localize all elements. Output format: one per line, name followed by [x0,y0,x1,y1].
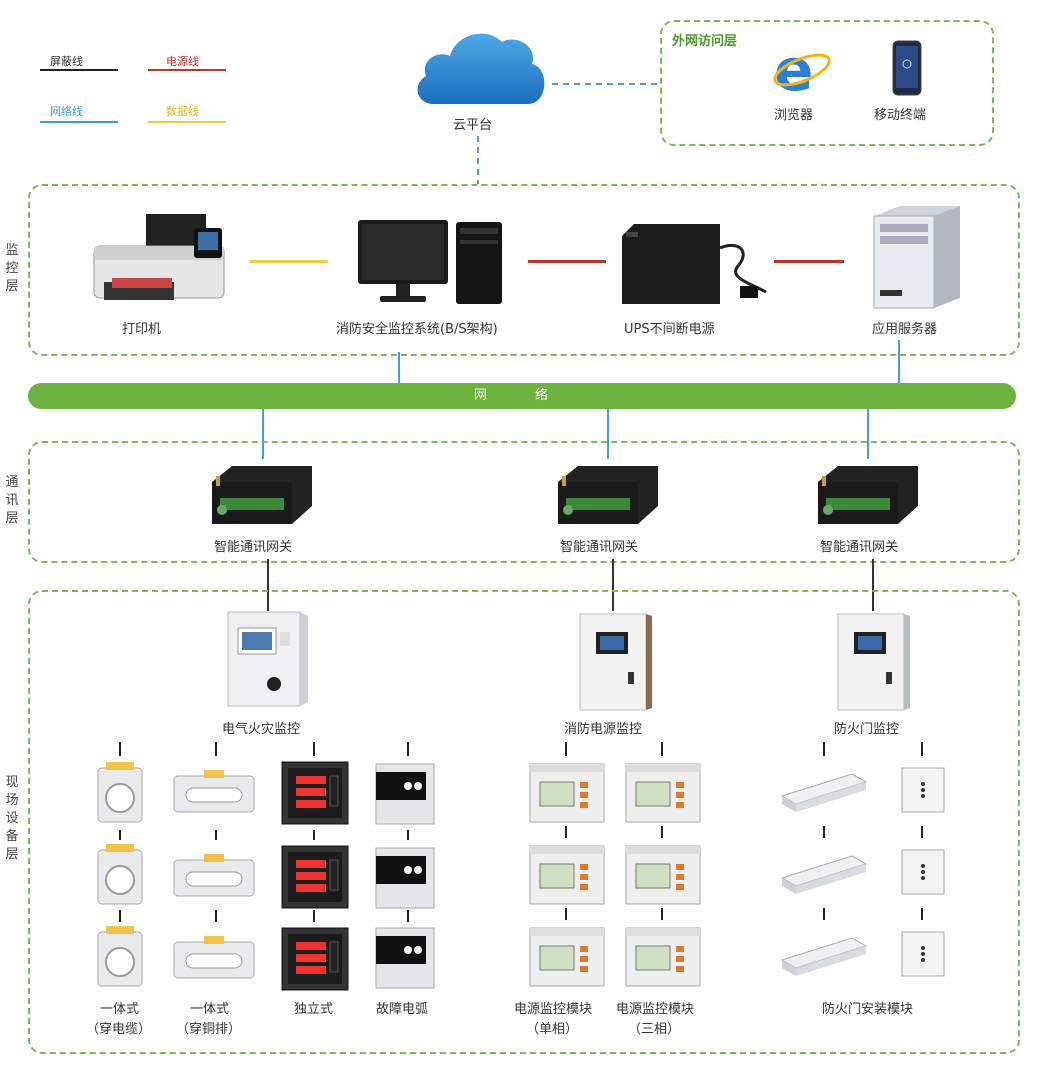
mobile-phone-icon [892,40,922,96]
cloud-monitor-link [477,136,479,184]
comm-layer-side-label: 通讯层 [5,475,19,526]
browser-ie-icon: e [773,36,831,104]
device-power-single-sub-label: （单相） [526,1022,579,1037]
printer-label: 打印机 [122,322,162,337]
device-ct-cable-label: 一体式 [100,1002,140,1017]
gateway-2-icon [558,466,658,524]
system-ups-power-line [528,260,606,263]
electrical-fire-controller-icon [227,611,308,707]
device-power-three-label: 电源监控模块 [616,1002,695,1017]
fire-power-controller-icon [579,613,652,711]
cloud-external-link [552,83,660,85]
legend-shield-label: 屏蔽线 [50,55,83,68]
legend-data-line [148,121,226,123]
legend-data-label: 数据线 [166,105,199,118]
bus-gw3-link [867,409,869,459]
fire-door-controller-label: 防火门监控 [834,722,900,737]
monitor-layer-side-label: 监控层 [5,243,19,294]
external-layer-title: 外网访问层 [672,34,738,49]
bus-gw2-link [607,409,609,459]
device-ct-cable-sub-label: （穿电缆） [86,1022,152,1037]
electrical-fire-controller-label: 电气火灾监控 [222,722,301,737]
ups-label: UPS不间断电源 [624,322,715,337]
ups-icon [622,224,767,304]
server-bus-link [898,340,900,384]
legend-network-label: 网络线 [50,105,83,118]
system-bus-link [398,352,400,384]
external-access-layer [660,20,994,146]
ups-server-power-line [774,260,844,263]
bus-gw1-link [262,409,264,459]
comm-layer [28,441,1020,563]
gateway-3-icon [818,466,918,524]
browser-label: 浏览器 [774,108,814,123]
device-standalone-label: 独立式 [294,1002,334,1017]
field-layer [28,590,1020,1054]
fire-power-controller-label: 消防电源监控 [564,722,643,737]
mobile-label: 移动终端 [874,108,927,123]
legend-power-label: 电源线 [166,55,199,68]
device-power-three-sub-label: （三相） [628,1022,681,1037]
gateway-1-label: 智能通讯网关 [214,540,293,555]
system-label: 消防安全监控系统(B/S架构) [336,322,498,337]
legend-shield-line [40,69,118,71]
gateway-3-label: 智能通讯网关 [820,540,899,555]
server-label: 应用服务器 [872,322,938,337]
computer-icon [358,220,502,304]
device-fire-door-module-label: 防火门安装模块 [822,1002,914,1017]
monitor-layer [28,184,1020,356]
cloud-icon [417,33,545,104]
gw2-controller-link [612,559,614,611]
device-ct-bar-label: 一体式 [190,1002,230,1017]
device-power-single-label: 电源监控模块 [514,1002,593,1017]
gateway-1-icon [212,466,312,524]
server-icon [873,206,960,309]
gw3-controller-link [872,559,874,611]
legend-power-line [148,69,226,71]
device-ct-bar-sub-label: （穿铜排） [176,1022,242,1037]
field-layer-side-label: 现场设备层 [5,775,19,862]
printer-icon [93,214,225,300]
device-arc-fault-label: 故障电弧 [376,1002,429,1017]
printer-system-data-line [250,260,328,263]
gw1-controller-link [267,559,269,611]
gateway-2-label: 智能通讯网关 [560,540,639,555]
network-bus: 网 络 [28,383,1016,409]
legend-network-line [40,121,118,123]
fire-door-controller-icon [837,613,910,711]
cloud-label: 云平台 [453,118,493,133]
